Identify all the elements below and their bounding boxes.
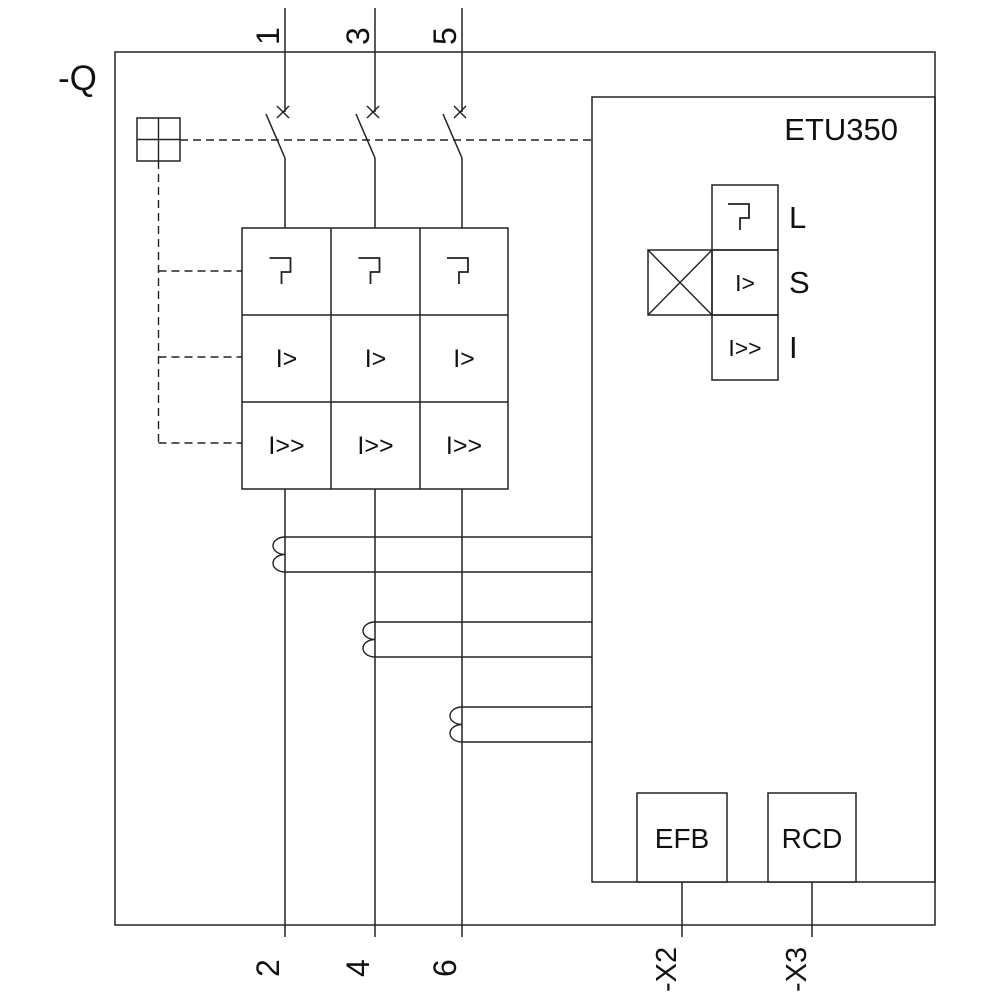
etu-instantaneous-box [711, 314, 779, 381]
instantaneous-symbol: I>> [728, 335, 761, 361]
pole-contacts [265, 105, 467, 159]
short-time-symbol: I> [365, 345, 387, 373]
terminal-label-4: 4 [340, 959, 376, 977]
etu-instantaneous-label: I [789, 330, 798, 365]
efb-module-label: EFB [655, 823, 709, 854]
efb-module-box [636, 792, 728, 883]
long-time-icon [447, 257, 469, 284]
sensor-1-coil-icon [272, 536, 286, 573]
sensor-2-coil-icon [362, 621, 376, 658]
instantaneous-symbol: I>> [357, 432, 393, 460]
terminal-label-3: 3 [340, 27, 376, 45]
rcd-module-label: RCD [782, 823, 843, 854]
instantaneous-symbol: I>> [268, 432, 304, 460]
current-sensors [272, 536, 592, 743]
mechanical-linkage [157, 139, 592, 444]
terminal-label-2: 2 [250, 959, 286, 977]
terminal-label-6: 6 [427, 959, 463, 977]
short-time-symbol: I> [453, 345, 475, 373]
long-time-icon [358, 257, 381, 284]
pole-1-contact-blade [265, 113, 286, 159]
short-time-symbol: I> [735, 270, 755, 296]
aux-terminal-label-x3: -X3 [781, 947, 813, 992]
short-time-symbol: I> [276, 345, 298, 373]
pole-1-contact-cross-icon [276, 105, 290, 119]
instantaneous-symbol: I>> [446, 432, 482, 460]
terminal-labels: 1 3 5 2 4 6 -X2 -X3 [250, 27, 813, 992]
long-time-icon [728, 203, 750, 230]
terminal-label-1: 1 [250, 27, 286, 45]
pole-3-contact-cross-icon [453, 105, 467, 119]
crossed-box-diagonal-icon [647, 249, 713, 316]
mechanism-symbol [136, 117, 181, 162]
pole-2-contact-blade [355, 113, 376, 159]
breaker-ref-label: -Q [58, 59, 97, 98]
long-time-icon [269, 257, 292, 284]
pole-3-contact-blade [442, 113, 463, 159]
terminal-label-5: 5 [427, 27, 463, 45]
etu-short-time-label: S [789, 265, 810, 300]
trip-function-grid: I> I> I> I>> I>> I>> [241, 227, 509, 490]
etu-outline [591, 96, 936, 883]
pole-2-contact-cross-icon [366, 105, 380, 119]
aux-terminal-label-x2: -X2 [651, 947, 683, 992]
sensor-3-coil-icon [449, 706, 463, 743]
etu-long-time-label: L [789, 200, 806, 235]
rcd-module-box [767, 792, 857, 883]
etu-block: ETU350 I> I>> L S I EFB RCD [591, 96, 936, 937]
etu-crossed-box [647, 249, 713, 316]
etu-model-label: ETU350 [784, 112, 898, 147]
